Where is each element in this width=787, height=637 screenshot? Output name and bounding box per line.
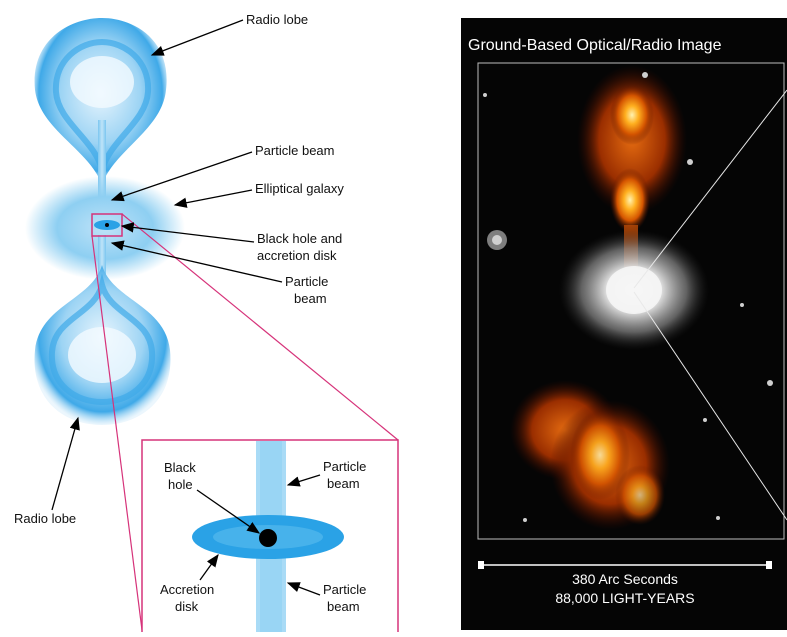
schematic-diagram: Radio lobe Particle beam Elliptical gala… xyxy=(14,12,399,632)
inset-label-particle-beam-top-line2: beam xyxy=(327,476,360,491)
radio-lobe-top xyxy=(34,18,167,185)
label-black-hole-line2: accretion disk xyxy=(257,248,337,263)
label-elliptical-galaxy: Elliptical galaxy xyxy=(255,181,344,196)
label-black-hole-line1: Black hole and xyxy=(257,231,342,246)
radio-jet-emission xyxy=(510,65,687,530)
inset-label-accretion-line2: disk xyxy=(175,599,199,614)
inset-label-particle-beam-bottom-line1: Particle xyxy=(323,582,366,597)
scale-bar xyxy=(478,561,772,569)
inset-label-black-hole-line2: hole xyxy=(168,477,193,492)
image-title: Ground-Based Optical/Radio Image xyxy=(468,37,722,54)
label-radio-lobe-bottom: Radio lobe xyxy=(14,511,76,526)
label-particle-beam-mid-line2: beam xyxy=(294,291,327,306)
inset-label-accretion-line1: Accretion xyxy=(160,582,214,597)
scale-label-arc-seconds: 380 Arc Seconds xyxy=(572,571,678,587)
particle-beam-upper xyxy=(98,120,106,220)
inset-black-hole xyxy=(259,529,277,547)
scale-label-light-years: 88,000 LIGHT-YEARS xyxy=(555,590,694,606)
label-particle-beam-mid-line1: Particle xyxy=(285,274,328,289)
inset-label-black-hole-line1: Black xyxy=(164,460,196,475)
label-radio-lobe-top: Radio lobe xyxy=(246,12,308,27)
inset-panel: Black hole Particle beam Accretion disk … xyxy=(141,439,399,632)
image-frame xyxy=(477,62,785,540)
background-stars xyxy=(483,72,773,522)
inset-label-particle-beam-bottom-line2: beam xyxy=(327,599,360,614)
inset-label-particle-beam-top-line1: Particle xyxy=(323,459,366,474)
radio-lobe-bottom xyxy=(34,265,171,425)
label-particle-beam-top: Particle beam xyxy=(255,143,334,158)
optical-radio-image-panel: Ground-Based Optical/Radio Image xyxy=(461,18,787,630)
